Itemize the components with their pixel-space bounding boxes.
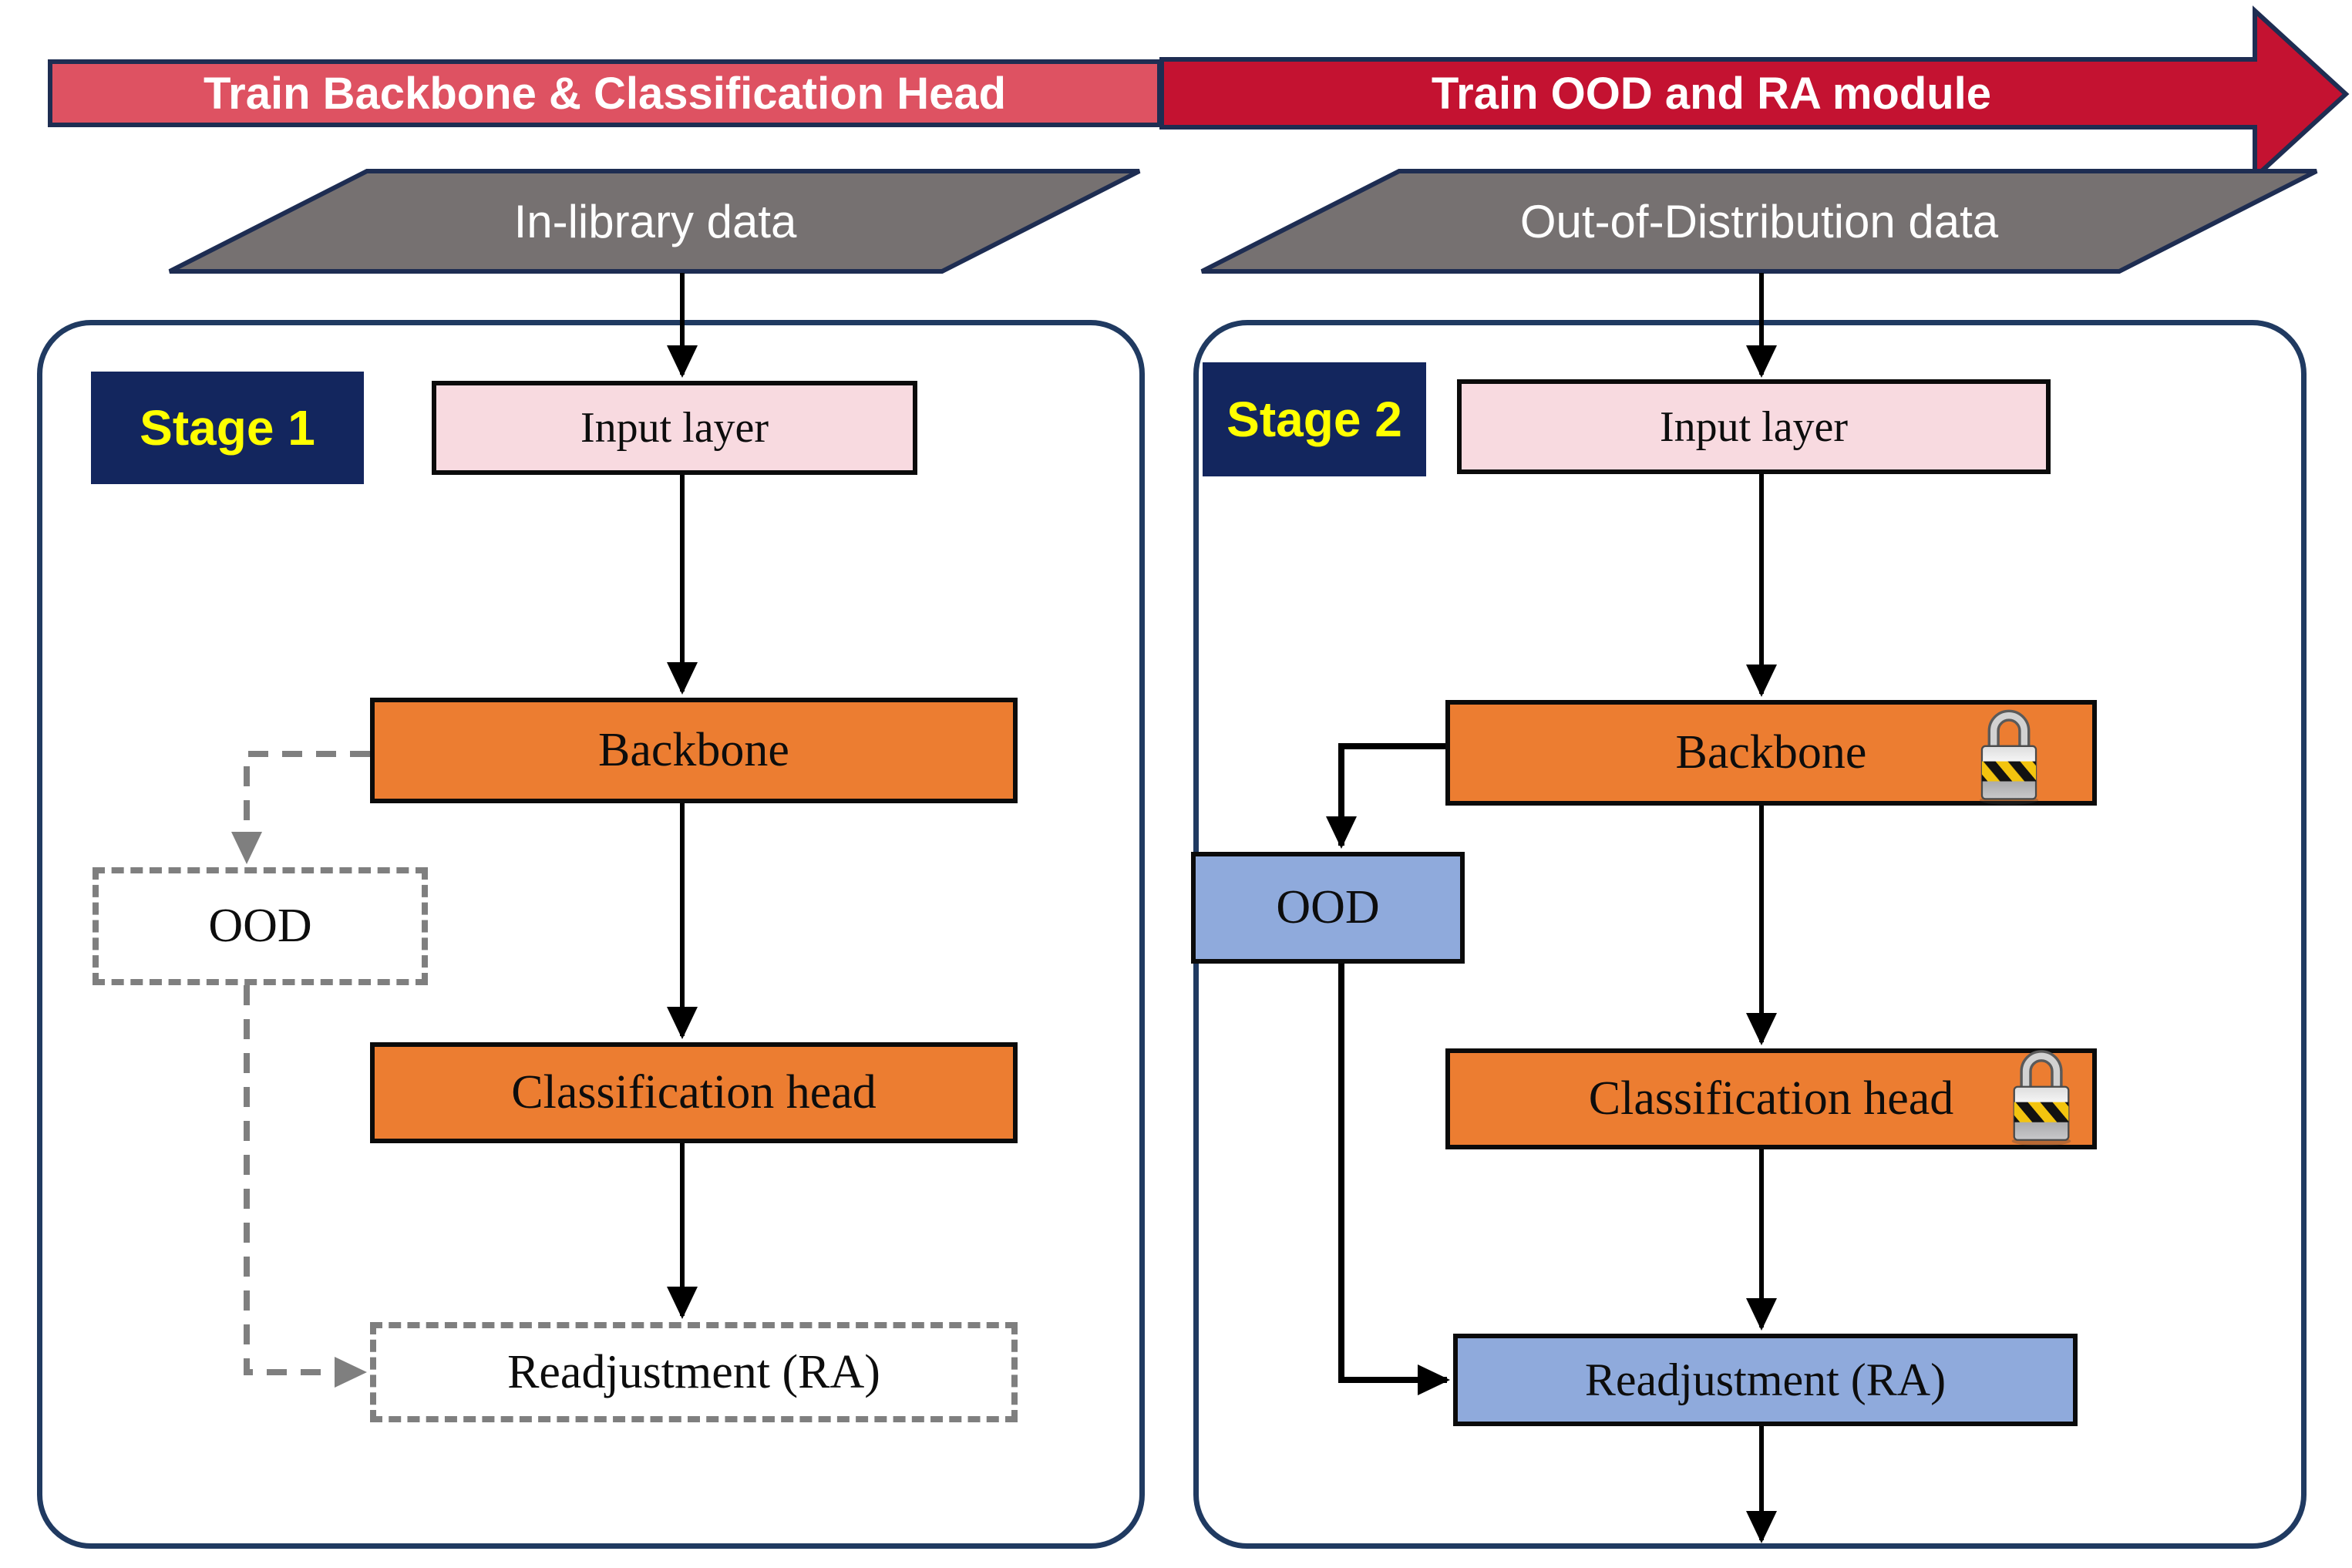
train-ood-ra-banner-arrow bbox=[1159, 5, 2350, 183]
train-ood-ra-banner-label: Train OOD and RA module bbox=[1431, 68, 1992, 119]
stage2-classification-head-box: Classification head bbox=[1445, 1048, 2097, 1149]
stage2-backbone-label: Backbone bbox=[1675, 726, 1867, 779]
stage2-ood-box: OOD bbox=[1191, 852, 1465, 964]
stage1-classification-head-label: Classification head bbox=[511, 1066, 877, 1119]
lock-icon bbox=[1973, 706, 2044, 805]
arrow-backbone-to-ood-stage2 bbox=[1326, 743, 1445, 849]
stage1-ood-label: OOD bbox=[208, 900, 312, 952]
stage2-badge-label: Stage 2 bbox=[1226, 392, 1402, 447]
stage2-backbone-box: Backbone bbox=[1445, 700, 2097, 806]
stage2-input-layer-label: Input layer bbox=[1659, 402, 1849, 451]
stage2-readjustment-box: Readjustment (RA) bbox=[1453, 1334, 2078, 1426]
in-library-data-label-wrap: In-library data bbox=[270, 183, 1041, 260]
stage1-readjustment-box: Readjustment (RA) bbox=[370, 1322, 1018, 1422]
arrow-ood-to-ra-stage2 bbox=[1338, 964, 1450, 1395]
stage2-input-layer-box: Input layer bbox=[1457, 379, 2051, 474]
stage2-badge: Stage 2 bbox=[1203, 362, 1426, 476]
stage2-readjustment-label: Readjustment (RA) bbox=[1584, 1354, 1947, 1405]
train-ood-ra-banner-label-wrap: Train OOD and RA module bbox=[1187, 59, 2236, 127]
stage1-badge-label: Stage 1 bbox=[140, 400, 315, 456]
ood-data-label: Out-of-Distribution data bbox=[1519, 195, 1999, 247]
ood-data-parallelogram bbox=[1200, 169, 2318, 274]
stage1-ood-box: OOD bbox=[93, 867, 428, 985]
stage1-badge: Stage 1 bbox=[91, 372, 364, 484]
stage1-backbone-box: Backbone bbox=[370, 698, 1018, 803]
stage1-input-layer-box: Input layer bbox=[432, 381, 917, 475]
stage2-classification-head-label: Classification head bbox=[1588, 1072, 1954, 1125]
stage1-input-layer-label: Input layer bbox=[580, 404, 769, 452]
train-backbone-banner-label: Train Backbone & Classification Head bbox=[203, 68, 1007, 119]
stage2-ood-label: OOD bbox=[1276, 881, 1380, 934]
stage1-classification-head-box: Classification head bbox=[370, 1042, 1018, 1143]
dashed-arrow-ood-to-ra-stage1 bbox=[244, 985, 367, 1388]
in-library-data-parallelogram bbox=[168, 169, 1141, 274]
in-library-data-label: In-library data bbox=[513, 195, 797, 247]
train-backbone-banner: Train Backbone & Classification Head bbox=[48, 59, 1162, 127]
stage1-readjustment-label: Readjustment (RA) bbox=[507, 1345, 880, 1398]
stage1-panel bbox=[37, 320, 1145, 1549]
dashed-arrow-backbone-to-ood-stage1 bbox=[231, 751, 370, 864]
ood-data-label-wrap: Out-of-Distribution data bbox=[1374, 183, 2145, 260]
lock-icon bbox=[2006, 1044, 2077, 1149]
stage1-backbone-label: Backbone bbox=[598, 724, 789, 776]
